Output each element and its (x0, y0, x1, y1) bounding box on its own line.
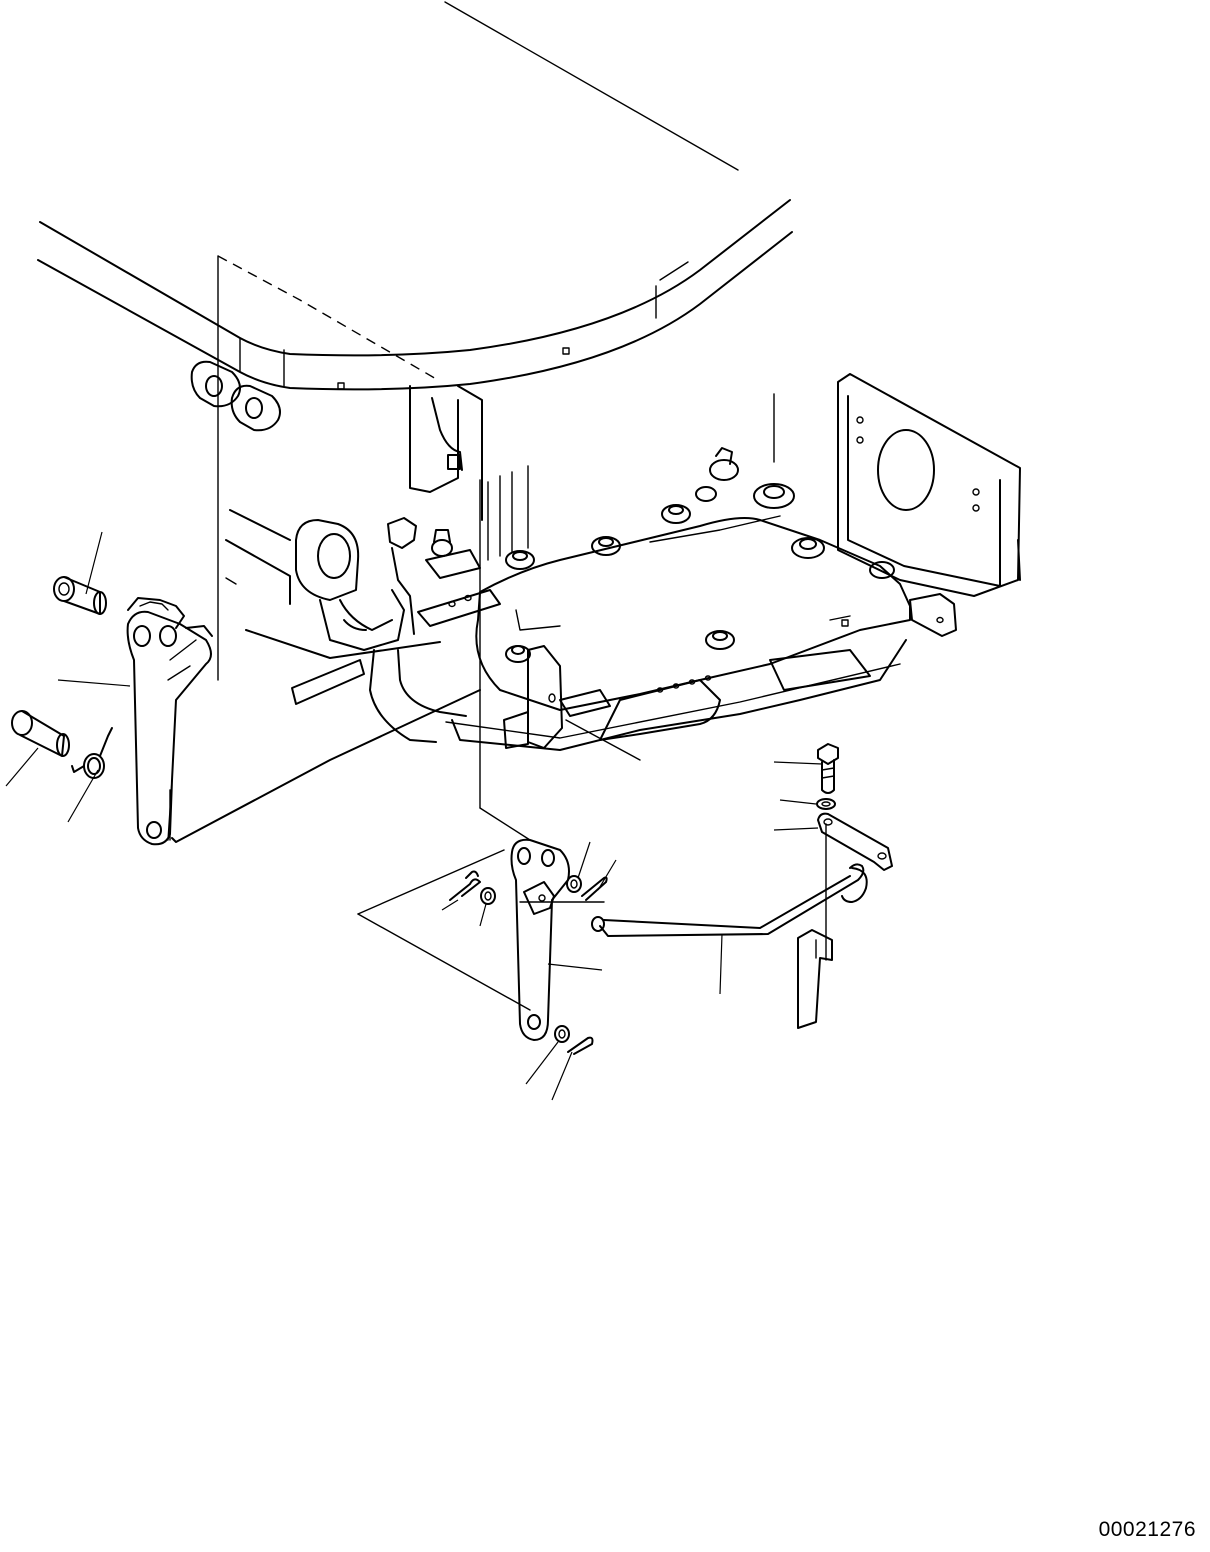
assembly-guides (169, 719, 827, 1011)
washer-right-1 (566, 875, 582, 893)
cotter-pin-right-1 (581, 876, 608, 901)
pin-upper (53, 576, 107, 615)
right-lever-assembly (449, 838, 608, 1055)
washer-bolt (816, 798, 836, 810)
right-side-panel (773, 373, 1021, 637)
cab-column (409, 385, 529, 561)
pin-lower (11, 710, 70, 757)
link-rod (591, 863, 868, 937)
small-bracket (817, 812, 893, 871)
reference-lines (217, 255, 531, 841)
left-lever-assembly (11, 576, 213, 846)
drawing-number: 00021276 (1098, 1518, 1196, 1541)
roof-hinge-lugs (190, 360, 281, 432)
cotter-pin-right-3 (567, 1036, 594, 1055)
lever-plate-right (510, 838, 570, 1041)
floor-grommets (505, 447, 895, 663)
center-bracket (291, 517, 501, 743)
cab-roof (37, 1, 793, 391)
bolt (817, 743, 839, 794)
spring (71, 727, 113, 779)
floor-bracket (503, 645, 563, 749)
lever-plate-left (126, 597, 213, 846)
lower-bracket (797, 929, 833, 1029)
washer-right-3 (554, 1025, 570, 1043)
floor-plate (445, 515, 911, 751)
frame-body (167, 509, 481, 843)
washer-right-2 (480, 887, 496, 905)
cotter-pin-right-2 (449, 870, 481, 901)
leader-lines (5, 531, 823, 1101)
